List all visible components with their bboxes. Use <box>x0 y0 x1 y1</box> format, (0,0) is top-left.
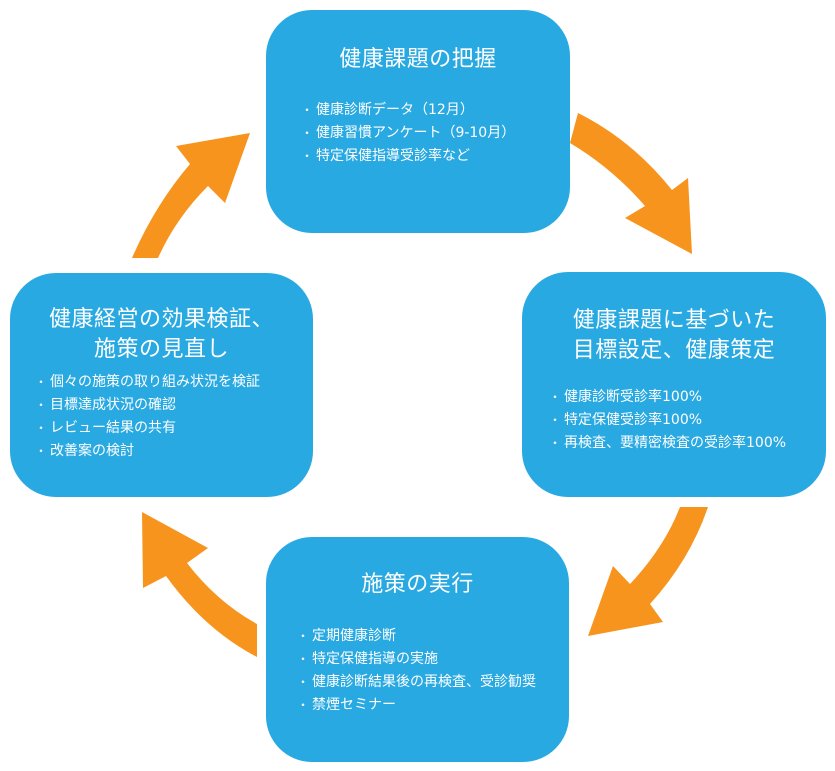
step-item-list: ・定期健康診断 ・特定保健指導の実施 ・健康診断結果後の再検査、受診勧奨 ・禁煙… <box>266 625 569 717</box>
step-item: ・健康診断受診率100% <box>548 386 826 409</box>
step-item: ・健康習慣アンケート（9-10月） <box>300 122 570 145</box>
arrow-grasp-to-plan <box>570 113 692 254</box>
step-item-text: 個々の施策の取り組み状況を検証 <box>50 374 260 390</box>
step-item: ・健康診断データ（12月） <box>300 99 570 122</box>
step-item-list: ・健康診断受診率100% ・特定保健受診率100% ・再検査、要精密検査の受診率… <box>522 386 826 455</box>
step-title: 健康課題の把握 <box>339 47 497 72</box>
step-item: ・特定保健受診率100% <box>548 409 826 432</box>
step-box-plan: 健康課題に基づいた 目標設定、健康策定 ・健康診断受診率100% ・特定保健受診… <box>522 272 826 497</box>
step-title: 施策の実行 <box>361 572 474 597</box>
step-item: ・禁煙セミナー <box>296 694 569 717</box>
step-item-text: 禁煙セミナー <box>312 697 396 713</box>
bullet-icon: ・ <box>296 698 309 712</box>
bullet-icon: ・ <box>548 436 561 450</box>
step-item-text: 健康診断受診率100% <box>564 389 703 405</box>
step-item-text: 健康診断データ（12月） <box>316 102 474 118</box>
bullet-icon: ・ <box>300 149 313 163</box>
step-item-text: 特定保健指導の実施 <box>312 651 438 667</box>
step-item-text: 特定保健受診率100% <box>564 412 703 428</box>
bullet-icon: ・ <box>34 398 47 412</box>
bullet-icon: ・ <box>34 421 47 435</box>
bullet-icon: ・ <box>296 629 309 643</box>
step-item: ・定期健康診断 <box>296 625 569 648</box>
step-item-text: 改善案の検討 <box>50 443 134 459</box>
bullet-icon: ・ <box>548 390 561 404</box>
step-item-text: 目標達成状況の確認 <box>50 397 176 413</box>
bullet-icon: ・ <box>34 444 47 458</box>
bullet-icon: ・ <box>300 103 313 117</box>
step-item-text: 定期健康診断 <box>312 628 396 644</box>
step-item: ・特定保健指導受診率など <box>300 145 570 168</box>
step-box-review: 健康経営の効果検証、 施策の見直し ・個々の施策の取り組み状況を検証 ・目標達成… <box>10 273 313 497</box>
step-item-text: レビュー結果の共有 <box>50 420 176 436</box>
step-item-text: 特定保健指導受診率など <box>316 148 470 164</box>
arrow-plan-to-execute <box>588 507 708 636</box>
step-title: 健康課題に基づいた 目標設定、健康策定 <box>572 308 776 363</box>
step-title: 健康経営の効果検証、 施策の見直し <box>48 307 274 362</box>
step-box-grasp: 健康課題の把握 ・健康診断データ（12月） ・健康習慣アンケート（9-10月） … <box>266 10 570 233</box>
bullet-icon: ・ <box>296 675 309 689</box>
step-item: ・レビュー結果の共有 <box>34 417 313 440</box>
step-item: ・健康診断結果後の再検査、受診勧奨 <box>296 671 569 694</box>
step-item: ・目標達成状況の確認 <box>34 394 313 417</box>
bullet-icon: ・ <box>34 375 47 389</box>
step-item-list: ・個々の施策の取り組み状況を検証 ・目標達成状況の確認 ・レビュー結果の共有 ・… <box>10 371 313 463</box>
step-item-text: 健康習慣アンケート（9-10月） <box>316 125 516 141</box>
step-item: ・改善案の検討 <box>34 440 313 463</box>
arrow-review-to-grasp <box>132 133 250 258</box>
step-item-text: 再検査、要精密検査の受診率100% <box>564 435 787 451</box>
step-item: ・個々の施策の取り組み状況を検証 <box>34 371 313 394</box>
step-item: ・再検査、要精密検査の受診率100% <box>548 432 826 455</box>
bullet-icon: ・ <box>296 652 309 666</box>
bullet-icon: ・ <box>548 413 561 427</box>
arrow-execute-to-review <box>142 512 257 657</box>
step-item: ・特定保健指導の実施 <box>296 648 569 671</box>
bullet-icon: ・ <box>300 126 313 140</box>
step-item-list: ・健康診断データ（12月） ・健康習慣アンケート（9-10月） ・特定保健指導受… <box>266 99 570 168</box>
step-box-execute: 施策の実行 ・定期健康診断 ・特定保健指導の実施 ・健康診断結果後の再検査、受診… <box>266 537 569 762</box>
step-item-text: 健康診断結果後の再検査、受診勧奨 <box>312 674 536 690</box>
